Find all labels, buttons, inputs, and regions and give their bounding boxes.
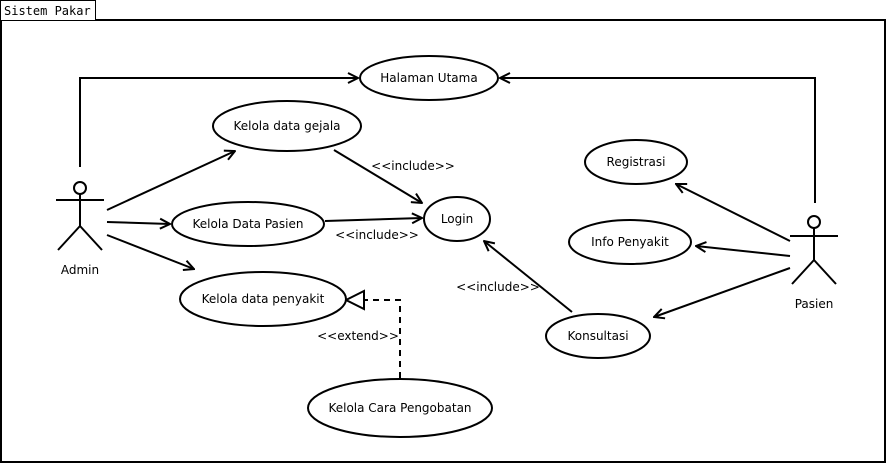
usecase-info-penyakit[interactable]: Info Penyakit: [568, 219, 692, 265]
include-label-pasien: <<include>>: [335, 228, 419, 242]
edge-include-konsultasi-login: [484, 241, 573, 313]
include-label-gejala: <<include>>: [371, 159, 455, 173]
usecase-kelola-penyakit[interactable]: Kelola data penyakit: [179, 271, 347, 327]
usecase-kelola-pengobatan-label: Kelola Cara Pengobatan: [328, 401, 471, 415]
usecase-kelola-pasien-label: Kelola Data Pasien: [193, 217, 304, 231]
edge-admin-kelola-pasien: [106, 222, 170, 224]
actor-pasien-right-leg: [813, 259, 837, 285]
actor-pasien[interactable]: [790, 215, 838, 285]
usecase-registrasi[interactable]: Registrasi: [584, 139, 688, 185]
edge-pasien-info-penyakit: [696, 246, 791, 257]
actor-pasien-head: [807, 215, 821, 229]
usecase-kelola-penyakit-label: Kelola data penyakit: [202, 292, 325, 306]
actor-admin-label: Admin: [61, 263, 99, 277]
usecase-konsultasi[interactable]: Konsultasi: [545, 313, 651, 359]
edge-pasien-halaman-utama: [500, 78, 816, 203]
usecase-login[interactable]: Login: [423, 196, 491, 242]
extend-arrowhead: [343, 289, 365, 311]
edge-admin-halaman-utama: [79, 78, 358, 167]
usecase-kelola-gejala[interactable]: Kelola data gejala: [212, 100, 362, 152]
edge-admin-kelola-gejala: [106, 151, 235, 211]
usecase-registrasi-label: Registrasi: [607, 155, 666, 169]
system-boundary: [0, 19, 886, 463]
usecase-halaman-utama-label: Halaman Utama: [380, 71, 477, 85]
edge-include-gejala-login: [333, 149, 422, 203]
usecase-kelola-pasien[interactable]: Kelola Data Pasien: [171, 201, 325, 247]
actor-pasien-left-leg: [791, 259, 815, 285]
edge-extend-pengobatan-penyakit: [364, 299, 401, 378]
include-label-konsultasi: <<include>>: [456, 280, 540, 294]
usecase-kelola-gejala-label: Kelola data gejala: [233, 119, 340, 133]
usecase-login-label: Login: [441, 212, 473, 226]
edge-pasien-registrasi: [676, 184, 791, 242]
actor-admin-right-leg: [79, 225, 103, 251]
usecase-halaman-utama[interactable]: Halaman Utama: [359, 55, 499, 101]
actor-admin-left-leg: [57, 225, 81, 251]
usecase-info-penyakit-label: Info Penyakit: [591, 235, 669, 249]
actor-admin[interactable]: [56, 181, 104, 251]
usecase-konsultasi-label: Konsultasi: [567, 329, 628, 343]
usecase-kelola-pengobatan[interactable]: Kelola Cara Pengobatan: [307, 378, 493, 438]
edge-pasien-konsultasi: [654, 267, 791, 317]
actor-pasien-label: Pasien: [795, 297, 834, 311]
actor-admin-head: [73, 181, 87, 195]
edge-include-pasien-login: [324, 218, 422, 221]
edge-admin-kelola-penyakit: [106, 234, 194, 269]
extend-label-pengobatan: <<extend>>: [317, 329, 399, 343]
system-title-tab: Sistem Pakar: [0, 0, 96, 20]
